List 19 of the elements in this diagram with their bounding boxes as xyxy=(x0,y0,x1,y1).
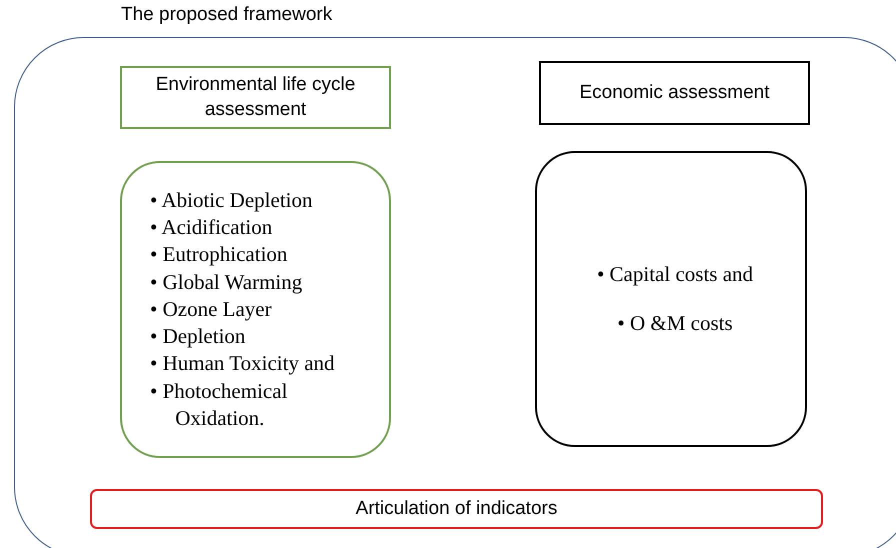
box-label: Environmental life cycle assessment xyxy=(154,72,356,122)
indicator-list-box xyxy=(120,161,391,458)
list-item: • Eutrophication xyxy=(150,241,288,268)
list-item: • Acidification xyxy=(150,214,274,241)
list-item: • Human Toxicity and xyxy=(150,350,336,378)
list-item: • O &M costs xyxy=(616,310,734,337)
frame-title: The proposed framework xyxy=(121,4,332,26)
list-item: • Photochemical Oxidation. xyxy=(150,378,288,432)
heading-box xyxy=(120,66,391,129)
box-label: Articulation of indicators xyxy=(354,496,558,521)
heading-box xyxy=(539,61,810,125)
list-item: • Abiotic Depletion xyxy=(150,186,314,214)
indicator-bar xyxy=(90,489,823,529)
list-item: • Capital costs and xyxy=(596,260,754,288)
list-item: • Global Warming xyxy=(150,268,304,296)
list-item: • Ozone Layer xyxy=(150,296,273,323)
cost-list-box xyxy=(535,151,807,447)
box-label: Economic assessment xyxy=(578,80,771,105)
list-item: • Depletion xyxy=(150,323,246,350)
